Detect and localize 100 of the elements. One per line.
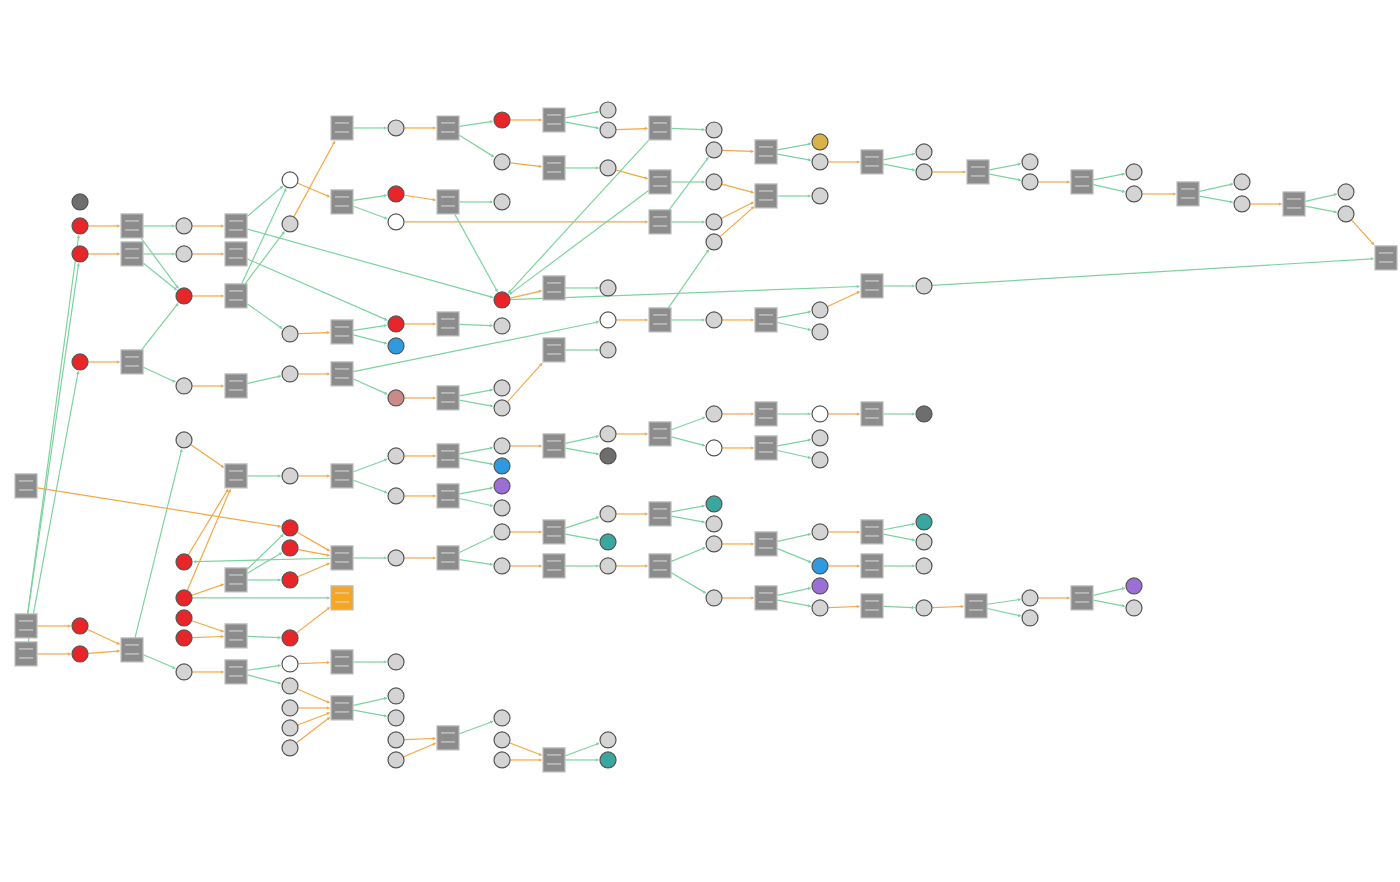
circle-node bbox=[915, 513, 933, 531]
circle-node bbox=[1125, 577, 1143, 595]
process-box bbox=[224, 283, 248, 309]
circle-node bbox=[599, 731, 617, 749]
arrow bbox=[297, 661, 330, 665]
circle-node bbox=[811, 187, 829, 205]
process-box bbox=[648, 421, 672, 447]
arrow bbox=[187, 488, 229, 556]
circle-node bbox=[387, 731, 405, 749]
process-box bbox=[648, 307, 672, 333]
circle-node bbox=[493, 193, 511, 211]
circle-node bbox=[493, 557, 511, 575]
process-box bbox=[1070, 169, 1094, 195]
process-box bbox=[860, 273, 884, 299]
process-box bbox=[330, 695, 354, 721]
circle-node bbox=[915, 277, 933, 295]
circle-node bbox=[175, 609, 193, 627]
circle-node bbox=[1021, 609, 1039, 627]
arrow bbox=[721, 318, 754, 322]
circle-node bbox=[281, 719, 299, 737]
arrow bbox=[721, 446, 754, 450]
arrow bbox=[191, 583, 224, 596]
arrow bbox=[246, 664, 281, 671]
arrow bbox=[458, 457, 494, 466]
circle-node bbox=[387, 389, 405, 407]
arrow bbox=[615, 127, 648, 131]
arrow bbox=[296, 607, 331, 634]
arrow bbox=[670, 436, 706, 447]
arrow bbox=[776, 548, 812, 563]
circle-node bbox=[71, 217, 89, 235]
circle-node bbox=[705, 535, 723, 553]
arrow bbox=[297, 331, 330, 335]
arrow bbox=[1304, 193, 1338, 202]
arrow bbox=[509, 530, 542, 534]
arrow bbox=[458, 497, 494, 507]
arrow bbox=[721, 542, 754, 546]
arrow bbox=[458, 388, 494, 397]
arrow bbox=[403, 742, 436, 758]
process-box bbox=[754, 139, 778, 165]
arrow bbox=[244, 231, 285, 285]
arrow bbox=[352, 660, 387, 664]
arrow bbox=[36, 624, 71, 628]
arrow bbox=[721, 149, 754, 153]
arrow bbox=[508, 139, 650, 294]
process-box bbox=[14, 641, 38, 667]
arrow bbox=[142, 654, 176, 669]
arrow bbox=[297, 712, 330, 726]
arrow bbox=[246, 228, 494, 299]
circle-node bbox=[281, 171, 299, 189]
arrow bbox=[776, 587, 812, 597]
circle-node bbox=[387, 487, 405, 505]
circle-node bbox=[811, 323, 829, 341]
arrow bbox=[882, 605, 915, 609]
process-box bbox=[542, 107, 566, 133]
circle-node bbox=[493, 731, 511, 749]
circle-node bbox=[493, 153, 511, 171]
arrow bbox=[670, 416, 706, 431]
arrow bbox=[827, 564, 860, 568]
arrow bbox=[246, 258, 388, 321]
circle-node bbox=[705, 141, 723, 159]
arrow bbox=[246, 303, 283, 329]
circle-node bbox=[811, 429, 829, 447]
circle-node bbox=[387, 337, 405, 355]
arrow bbox=[241, 188, 287, 285]
arrow bbox=[27, 370, 80, 643]
circle-node bbox=[811, 523, 829, 541]
arrow bbox=[458, 486, 494, 495]
arrow bbox=[776, 599, 812, 608]
circle-node bbox=[915, 163, 933, 181]
circle-node bbox=[1021, 589, 1039, 607]
circle-node bbox=[281, 571, 299, 589]
arrow bbox=[988, 162, 1022, 171]
arrow bbox=[403, 194, 436, 202]
process-box bbox=[224, 623, 248, 649]
circle-node bbox=[493, 111, 511, 129]
arrow bbox=[931, 170, 966, 174]
arrow bbox=[931, 257, 1374, 287]
arrow bbox=[87, 224, 120, 228]
circle-node bbox=[705, 439, 723, 457]
arrow bbox=[1037, 180, 1070, 184]
process-box bbox=[224, 213, 248, 239]
arrow bbox=[191, 596, 330, 600]
circle-node bbox=[811, 405, 829, 423]
arrow bbox=[142, 366, 176, 383]
circle-node bbox=[599, 341, 617, 359]
circle-node bbox=[705, 173, 723, 191]
arrow bbox=[931, 605, 964, 609]
process-box bbox=[1070, 585, 1094, 611]
arrow bbox=[1198, 195, 1234, 204]
arrow bbox=[458, 323, 493, 327]
circle-node bbox=[175, 589, 193, 607]
arrow bbox=[87, 628, 120, 645]
arrow bbox=[564, 742, 600, 757]
process-box bbox=[330, 189, 354, 215]
arrow bbox=[827, 160, 860, 164]
arrow bbox=[458, 559, 493, 566]
arrow bbox=[720, 201, 754, 219]
arrow bbox=[564, 110, 600, 119]
arrow bbox=[827, 530, 860, 534]
circle-node bbox=[175, 245, 193, 263]
